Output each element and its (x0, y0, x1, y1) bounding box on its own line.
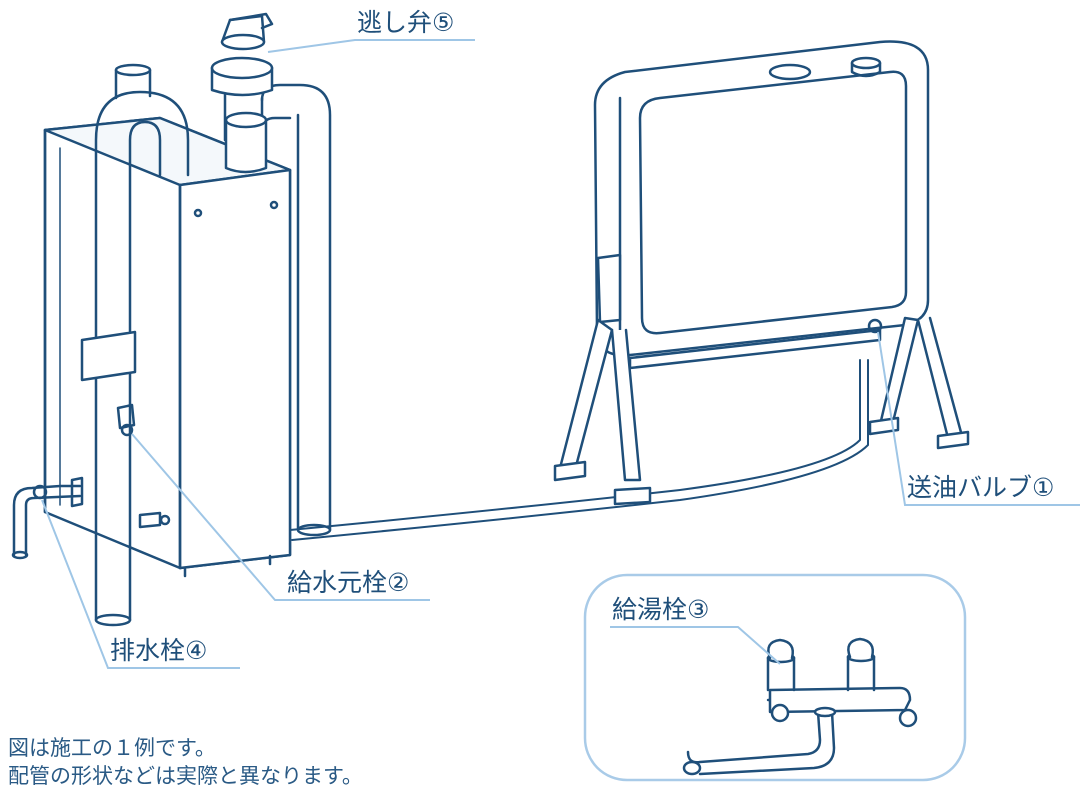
drain-valve-label: 排水栓④ (110, 636, 208, 665)
vent-pipe (80, 63, 190, 627)
oil-valve-label: 送油バルブ① (907, 473, 1055, 502)
water-supply-leader (131, 433, 430, 601)
water-supply-valve-label: 給水元栓② (287, 568, 410, 597)
relief-valve (210, 12, 274, 97)
oil-valve-leader (877, 331, 1080, 506)
hot-water-tap-label: 給湯栓③ (612, 595, 710, 624)
hot-water-tap-leader (610, 626, 781, 665)
note-line-2: 配管の形状などは実際と異なります。 (8, 764, 363, 788)
boiler-unit (43, 116, 292, 578)
boiler-collar (224, 111, 268, 174)
drain-faucet (11, 476, 84, 560)
note-line-1: 図は施工の１例です。 (8, 736, 216, 760)
oil-line (289, 359, 861, 531)
relief-valve-label: 逃し弁⑤ (357, 8, 455, 37)
hot-water-tap (682, 637, 918, 776)
drain-valve-leader (41, 499, 240, 669)
hot-water-tap-callout (583, 573, 967, 782)
relief-valve-leader (267, 39, 475, 53)
water-supply-valve (116, 403, 136, 437)
oil-tank (553, 40, 970, 506)
